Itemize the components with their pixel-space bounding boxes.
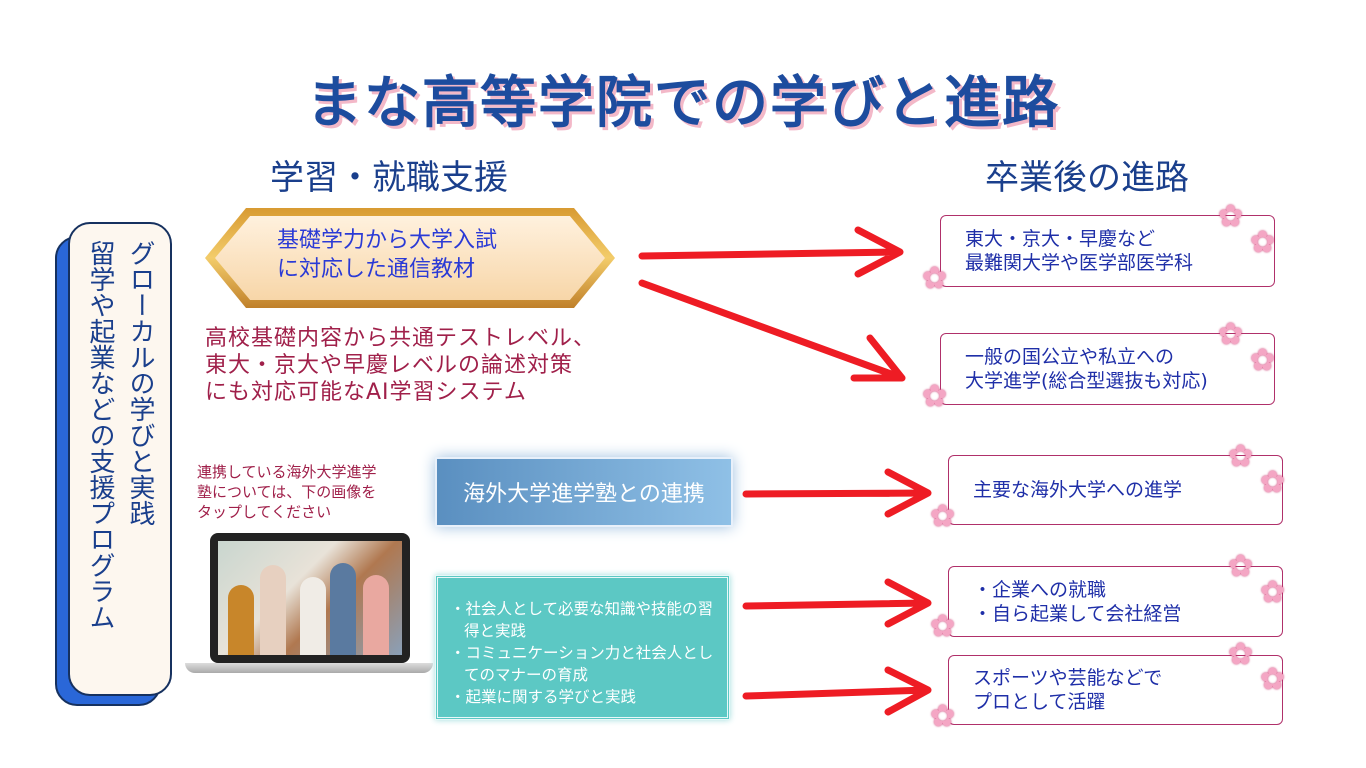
program-text: グローカルの学びと実践 留学や起業などの支援プログラム [85, 240, 155, 630]
sakura-icon: ✿ [1228, 549, 1254, 584]
outcome-line: 主要な海外大学への進学 [973, 479, 1183, 501]
social-skills-box: ・社会人として必要な知識や技能の習得と実践 ・コミュニケーション力と社会人として… [435, 575, 730, 720]
tap-line: タップしてください [197, 503, 332, 521]
sakura-icon: ✿ [1250, 225, 1276, 260]
sakura-icon: ✿ [1218, 199, 1244, 234]
sakura-icon: ✿ [1260, 465, 1286, 500]
sakura-icon: ✿ [1260, 662, 1286, 697]
ai-line: 高校基礎内容から共通テストレベル、 [205, 326, 597, 351]
laptop-image-link[interactable] [210, 533, 410, 663]
tap-note: 連携している海外大学進学 塾については、下の画像を タップしてください [197, 462, 377, 522]
outcome-general-universities: 一般の国公立や私立への大学進学(総合型選抜も対応) [940, 333, 1275, 405]
outcome-line: 一般の国公立や私立への [965, 346, 1175, 368]
overseas-cram-school-button[interactable]: 海外大学進学塾との連携 [435, 457, 733, 527]
ai-line: にも対応可能なAI学習システム [205, 380, 527, 405]
sakura-icon: ✿ [922, 261, 948, 296]
outcome-employment: ・企業への就職・自ら起業して会社経営 [948, 566, 1283, 637]
correspondence-line: に対応した通信教材 [277, 257, 476, 282]
laptop-base [185, 663, 433, 673]
outcome-line: プロとして活躍 [973, 691, 1106, 713]
correspondence-line: 基礎学力から大学入試 [277, 228, 498, 253]
arrow-3 [742, 468, 932, 518]
sakura-icon: ✿ [922, 379, 948, 414]
outcome-line: 大学進学(総合型選抜も対応) [965, 370, 1208, 392]
students-photo [218, 541, 402, 655]
sakura-icon: ✿ [930, 699, 956, 734]
sakura-icon: ✿ [1250, 343, 1276, 378]
arrow-5 [742, 666, 932, 716]
ai-system-text: 高校基礎内容から共通テストレベル、 東大・京大や早慶レベルの論述対策 にも対応可… [205, 325, 596, 406]
correspondence-box: 基礎学力から大学入試 に対応した通信教材 [215, 216, 605, 300]
sakura-icon: ✿ [1228, 439, 1254, 474]
sakura-icon: ✿ [1228, 637, 1254, 672]
arrow-1 [638, 226, 904, 278]
arrow-4 [742, 578, 932, 628]
program-box: グローカルの学びと実践 留学や起業などの支援プログラム [68, 222, 172, 696]
outcome-line: スポーツや芸能などで [973, 667, 1163, 689]
skill-item: ・起業に関する学びと実践 [450, 688, 637, 706]
outcome-professional: スポーツや芸能などでプロとして活躍 [948, 655, 1283, 725]
heading-support: 学習・就職支援 [270, 158, 508, 198]
outcome-top-universities: 東大・京大・早慶など最難関大学や医学部医学科 [940, 215, 1275, 287]
skill-item: ・コミュニケーション力と社会人としてのマナーの育成 [450, 644, 714, 684]
sakura-icon: ✿ [1218, 317, 1244, 352]
outcome-line: ・企業への就職 [973, 578, 1107, 601]
sakura-icon: ✿ [930, 499, 956, 534]
outcome-line: ・自ら起業して会社経営 [973, 602, 1182, 625]
ai-line: 東大・京大や早慶レベルの論述対策 [205, 353, 574, 378]
heading-career: 卒業後の進路 [985, 158, 1189, 198]
outcome-line: 最難関大学や医学部医学科 [965, 252, 1194, 274]
outcome-line: 東大・京大・早慶など [965, 228, 1156, 250]
sakura-icon: ✿ [930, 609, 956, 644]
outcome-overseas-universities: 主要な海外大学への進学 [948, 455, 1283, 525]
arrow-2 [638, 279, 906, 382]
page-title: まな高等学院での学びと進路 [306, 71, 1060, 136]
skill-item: ・社会人として必要な知識や技能の習得と実践 [450, 600, 714, 640]
tap-line: 塾については、下の画像を [197, 483, 377, 501]
sakura-icon: ✿ [1260, 575, 1286, 610]
tap-line: 連携している海外大学進学 [197, 463, 377, 481]
